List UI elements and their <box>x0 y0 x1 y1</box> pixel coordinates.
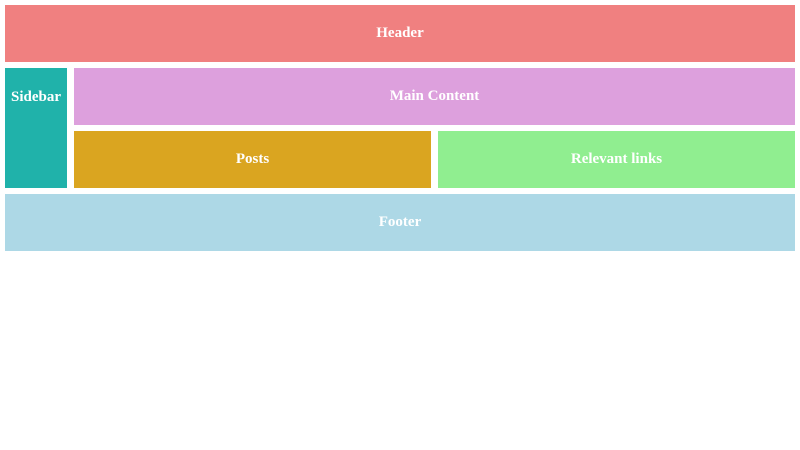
footer-region: Footer <box>5 194 795 251</box>
main-content-label: Main Content <box>389 88 480 104</box>
main-content-region: Main Content <box>74 68 795 125</box>
posts-label: Posts <box>235 151 270 167</box>
footer-label: Footer <box>378 214 422 230</box>
sidebar-region: Sidebar <box>5 68 67 188</box>
header-label: Header <box>376 25 424 41</box>
sidebar-label: Sidebar <box>10 89 61 105</box>
posts-region: Posts <box>74 131 431 188</box>
relevant-links-label: Relevant links <box>570 151 663 167</box>
relevant-links-region: Relevant links <box>438 131 795 188</box>
header-region: Header <box>5 5 795 62</box>
layout-grid: Header Sidebar Main Content Posts Releva… <box>5 5 795 251</box>
